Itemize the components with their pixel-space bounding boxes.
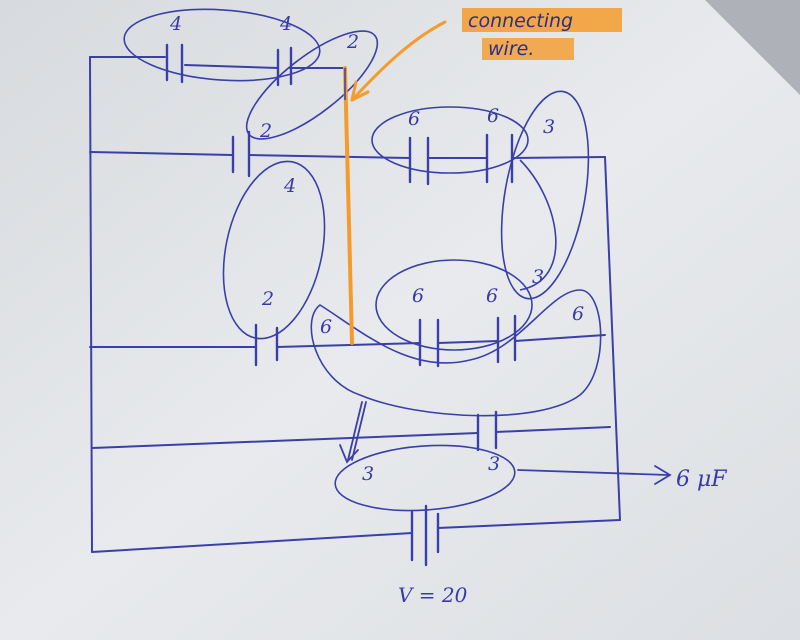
highlight-band-2 xyxy=(482,38,574,60)
label-row3-combined-right: 6 xyxy=(572,303,584,325)
circuit-wires xyxy=(89,56,621,553)
voltage-label: V = 20 xyxy=(398,583,468,607)
label-row2-group: 3 xyxy=(543,116,555,138)
label-row4-left: 3 xyxy=(362,463,374,485)
label-row3-group: 3 xyxy=(532,266,544,288)
connecting-wire-highlight xyxy=(343,8,622,345)
capacitance-labels: 4 4 2 2 6 6 3 4 2 6 6 3 6 6 3 3 xyxy=(169,13,584,485)
down-arrow-head xyxy=(339,444,359,464)
group-oval-row4 xyxy=(334,444,516,512)
group-oval-row3-wide xyxy=(310,289,602,417)
group-oval-top xyxy=(123,8,321,82)
label-top-right: 4 xyxy=(279,13,292,35)
group-oval-row3 xyxy=(375,259,533,351)
capacitors xyxy=(165,43,517,567)
label-row3-b: 6 xyxy=(486,285,498,307)
label-top-left: 4 xyxy=(169,13,182,35)
label-row2-b: 6 xyxy=(487,105,499,127)
label-row2-a: 6 xyxy=(408,108,420,130)
result-arrow-shaft xyxy=(517,469,669,476)
label-row3-a: 6 xyxy=(412,285,424,307)
label-row4-right: 3 xyxy=(488,453,500,475)
group-oval-diagonal xyxy=(245,30,379,140)
group-outlines xyxy=(123,8,602,512)
group-oval-mid-left xyxy=(222,160,326,340)
group-arc xyxy=(519,159,557,291)
group-oval-row2 xyxy=(371,106,529,174)
label-row3-combined-left: 6 xyxy=(320,316,332,338)
pointer-arrowhead xyxy=(350,80,370,102)
down-arrow-shaft xyxy=(347,401,363,461)
result-arrow-head xyxy=(654,465,672,485)
pointer-arrow xyxy=(350,20,447,102)
highlight-band-1 xyxy=(462,8,622,32)
label-mid-left-group: 4 xyxy=(283,175,296,197)
result-label: 6 μF xyxy=(676,467,727,492)
group-oval-right xyxy=(500,90,590,300)
arrows xyxy=(339,401,672,485)
label-row3-left: 2 xyxy=(261,288,274,310)
label-row2-left: 2 xyxy=(259,120,272,142)
connecting-wire-label-2: wire. xyxy=(488,38,534,60)
label-top-series: 2 xyxy=(346,31,359,53)
connecting-wire-label: connecting xyxy=(468,10,573,32)
